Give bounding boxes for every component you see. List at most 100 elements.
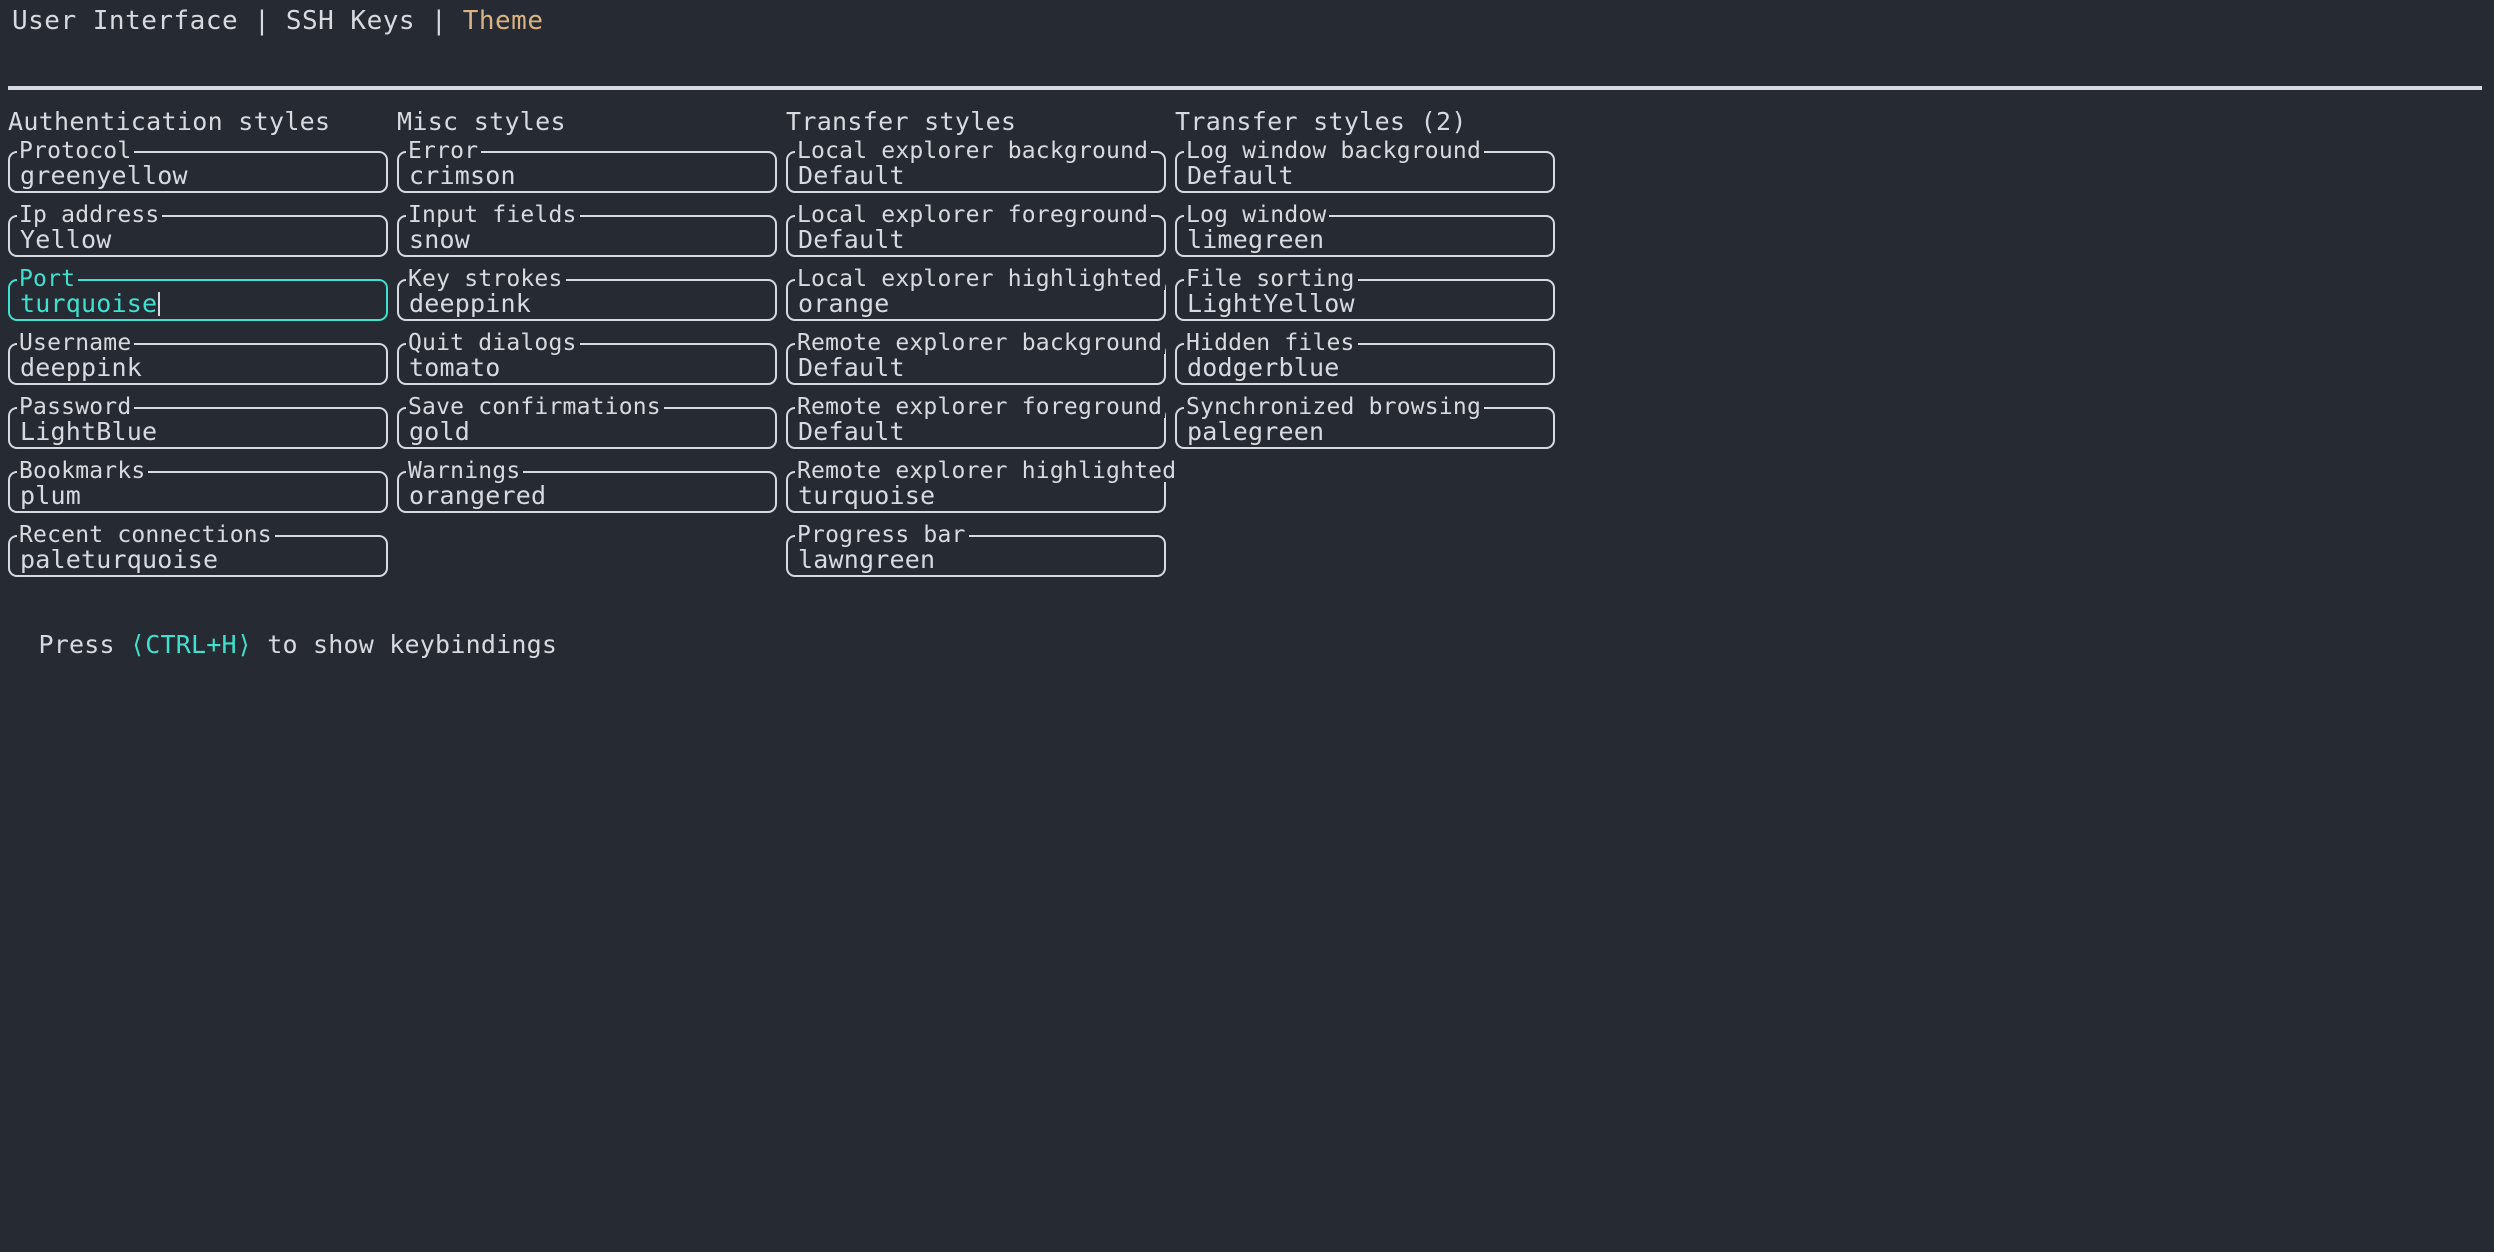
field-value[interactable]: orange	[798, 289, 890, 318]
field-value[interactable]: greenyellow	[20, 161, 188, 190]
field-label: Local explorer highlighted	[795, 268, 1166, 291]
field-label: Bookmarks	[17, 460, 149, 483]
field-frame	[1175, 215, 1555, 257]
field-frame	[8, 279, 388, 321]
field-label: Hidden files	[1184, 332, 1358, 355]
field-label: Key strokes	[406, 268, 566, 291]
field-label: Username	[17, 332, 135, 355]
field-value[interactable]: Default	[798, 161, 905, 190]
field-label: Local explorer background	[795, 140, 1152, 163]
field-frame	[397, 471, 777, 513]
field-label: Log window	[1184, 204, 1330, 227]
field-value[interactable]: palegreen	[1187, 417, 1325, 446]
tab-theme[interactable]: Theme	[462, 6, 544, 37]
field-label: Password	[17, 396, 135, 419]
text-caret	[158, 292, 161, 316]
field-frame	[397, 279, 777, 321]
field-frame	[786, 535, 1166, 577]
tab-bar: User Interface|SSH Keys|Theme	[0, 0, 2494, 44]
field-value[interactable]: tomato	[409, 353, 501, 382]
field-value[interactable]: LightYellow	[1187, 289, 1355, 318]
field-value[interactable]: Default	[798, 225, 905, 254]
field-frame	[8, 151, 388, 193]
field-value[interactable]: Default	[1187, 161, 1294, 190]
tab-separator: |	[254, 6, 270, 37]
field-value[interactable]: deeppink	[409, 289, 532, 318]
field-label: Warnings	[406, 460, 524, 483]
column-title: Transfer styles	[786, 107, 1017, 136]
field-label: Synchronized browsing	[1184, 396, 1484, 419]
field-frame	[397, 151, 777, 193]
field-frame	[397, 215, 777, 257]
field-value[interactable]: gold	[409, 417, 471, 446]
field-label: Error	[406, 140, 482, 163]
field-label: Save confirmations	[406, 396, 664, 419]
field-value[interactable]: snow	[409, 225, 471, 254]
field-label: Recent connections	[17, 524, 275, 547]
field-value[interactable]: dodgerblue	[1187, 353, 1340, 382]
field-value[interactable]: LightBlue	[20, 417, 158, 446]
field-label: Log window background	[1184, 140, 1484, 163]
field-value[interactable]: turquoise	[20, 291, 161, 317]
header-divider	[8, 86, 2482, 90]
field-label: Progress bar	[795, 524, 969, 547]
field-value[interactable]: turquoise	[798, 481, 936, 510]
field-frame	[1175, 279, 1555, 321]
hint-prefix: Press	[38, 630, 131, 659]
field-frame	[397, 343, 777, 385]
field-value[interactable]: plum	[20, 481, 82, 510]
field-frame	[8, 215, 388, 257]
field-label: Ip address	[17, 204, 163, 227]
field-value[interactable]: crimson	[409, 161, 516, 190]
hint-key: ⟨CTRL+H⟩	[130, 630, 253, 659]
field-frame	[8, 471, 388, 513]
field-value[interactable]: limegreen	[1187, 225, 1325, 254]
field-value[interactable]: lawngreen	[798, 545, 936, 574]
column-title: Misc styles	[397, 107, 566, 136]
field-value[interactable]: paleturquoise	[20, 545, 219, 574]
field-value[interactable]: Default	[798, 417, 905, 446]
field-frame	[1175, 343, 1555, 385]
field-value[interactable]: Default	[798, 353, 905, 382]
column-title: Authentication styles	[8, 107, 331, 136]
field-value[interactable]: deeppink	[20, 353, 143, 382]
tab-ssh-keys[interactable]: SSH Keys	[285, 6, 416, 37]
hint-suffix: to show keybindings	[252, 630, 558, 659]
field-label: Quit dialogs	[406, 332, 580, 355]
field-value[interactable]: orangered	[409, 481, 547, 510]
field-value[interactable]: Yellow	[20, 225, 112, 254]
field-label: File sorting	[1184, 268, 1358, 291]
tab-user-interface[interactable]: User Interface	[12, 6, 239, 37]
field-frame	[8, 343, 388, 385]
field-label: Input fields	[406, 204, 580, 227]
